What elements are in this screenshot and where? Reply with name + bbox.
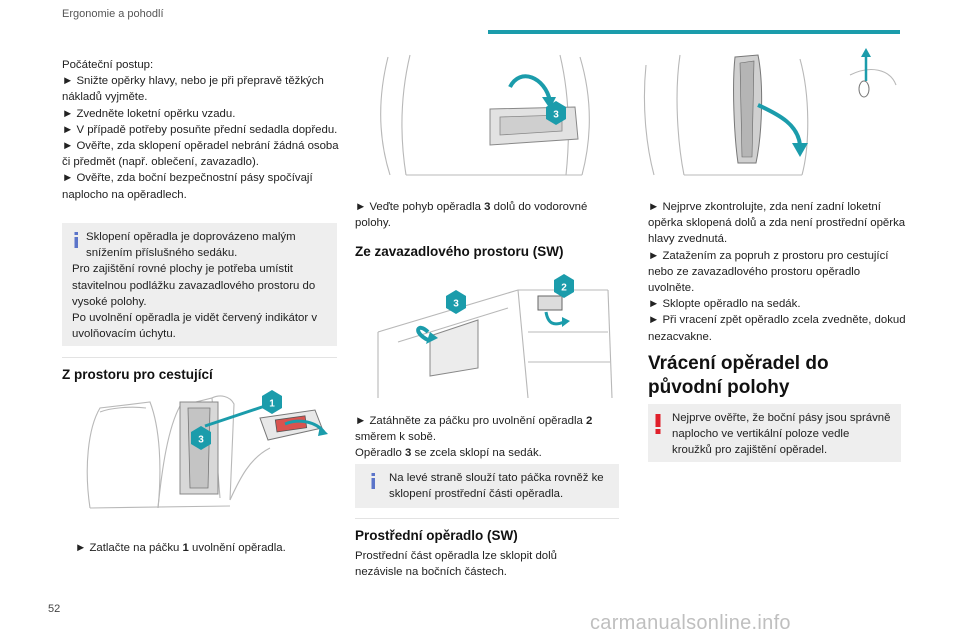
step-item: ► Ověřte, zda sklopení opěradel nebrání … xyxy=(62,140,339,169)
step-item: ► V případě potřeby posuňte přední sedad… xyxy=(62,123,338,136)
note-line: Pro zajištění rovné plochy je potřeba um… xyxy=(72,263,316,308)
divider xyxy=(62,357,337,358)
info-icon xyxy=(74,232,78,248)
callout-label: 3 xyxy=(553,110,559,121)
step-text: ► Veďte pohyb opěradla 3 dolů do vodorov… xyxy=(355,201,588,230)
step-item: ► Při vracení zpět opěradlo zcela zvedně… xyxy=(648,314,906,343)
section-title: Ze zavazadlového prostoru (SW) xyxy=(355,244,564,259)
figure-caption: ► Zatlačte na páčku 1 uvolnění opěradla. xyxy=(75,542,286,554)
info-note: Sklopení opěradla je doprovázeno malým s… xyxy=(62,223,337,346)
intro-title: Počáteční postup: xyxy=(62,59,154,71)
figure-caption: ► Zatáhněte za páčku pro uvolnění opěrad… xyxy=(355,415,593,460)
callout-label: 3 xyxy=(453,299,459,310)
subsection-text: Prostřední část opěradla lze sklopit dol… xyxy=(355,550,557,579)
step-item: ► Snižte opěrky hlavy, nebo je při přepr… xyxy=(62,75,324,104)
header-accent-bar xyxy=(488,30,900,34)
divider xyxy=(355,518,619,519)
callout-badge: 3 xyxy=(191,426,211,450)
watermark: carmanualsonline.info xyxy=(590,612,791,634)
callout-badge: 1 xyxy=(262,390,282,414)
backrest-fold-illustration: 3 xyxy=(380,54,590,176)
info-note: Na levé straně slouží tato páčka rovněž … xyxy=(355,464,619,508)
warning-note: Nejprve ověřte, že boční pásy jsou správ… xyxy=(648,404,901,462)
trunk-lever-illustration: 3 2 xyxy=(377,274,613,399)
page-number: 52 xyxy=(48,603,61,615)
callout-badge: 2 xyxy=(554,274,574,298)
step-item: ► Ověřte, zda boční bezpečnostní pásy sp… xyxy=(62,172,313,201)
seat-release-lever-illustration: 1 3 xyxy=(86,390,328,509)
callout-label: 3 xyxy=(198,435,204,446)
section-header-title: Ergonomie a pohodlí xyxy=(62,8,164,20)
section-title: Z prostoru pro cestující xyxy=(62,367,213,382)
lever-detail-inset xyxy=(259,409,328,441)
strap-release-illustration xyxy=(643,48,897,176)
subsection-title: Prostřední opěradlo (SW) xyxy=(355,528,518,543)
step-item: ► Sklopte opěradlo na sedák. xyxy=(648,298,801,311)
callout-label: 2 xyxy=(561,283,567,294)
callout-badge: 3 xyxy=(546,101,566,125)
step-item: ► Zatažením za popruh z prostoru pro ces… xyxy=(648,249,889,295)
note-line: Po uvolnění opěradla je vidět červený in… xyxy=(72,312,318,341)
step-item: ► Nejprve zkontrolujte, zda není zadní l… xyxy=(648,201,906,246)
callout-badge: 3 xyxy=(446,290,466,314)
callout-label: 1 xyxy=(269,399,275,410)
intro-block: Počáteční postup: ► Snižte opěrky hlavy,… xyxy=(62,57,344,203)
warning-icon xyxy=(655,414,661,434)
section-title: Vrácení opěradel do původní polohy xyxy=(648,353,829,398)
info-icon xyxy=(371,473,375,489)
note-line: Sklopení opěradla je doprovázeno malým s… xyxy=(86,231,296,260)
step-item: ► Zvedněte loketní opěrku vzadu. xyxy=(62,107,236,120)
steps-block: ► Nejprve zkontrolujte, zda není zadní l… xyxy=(648,199,908,345)
